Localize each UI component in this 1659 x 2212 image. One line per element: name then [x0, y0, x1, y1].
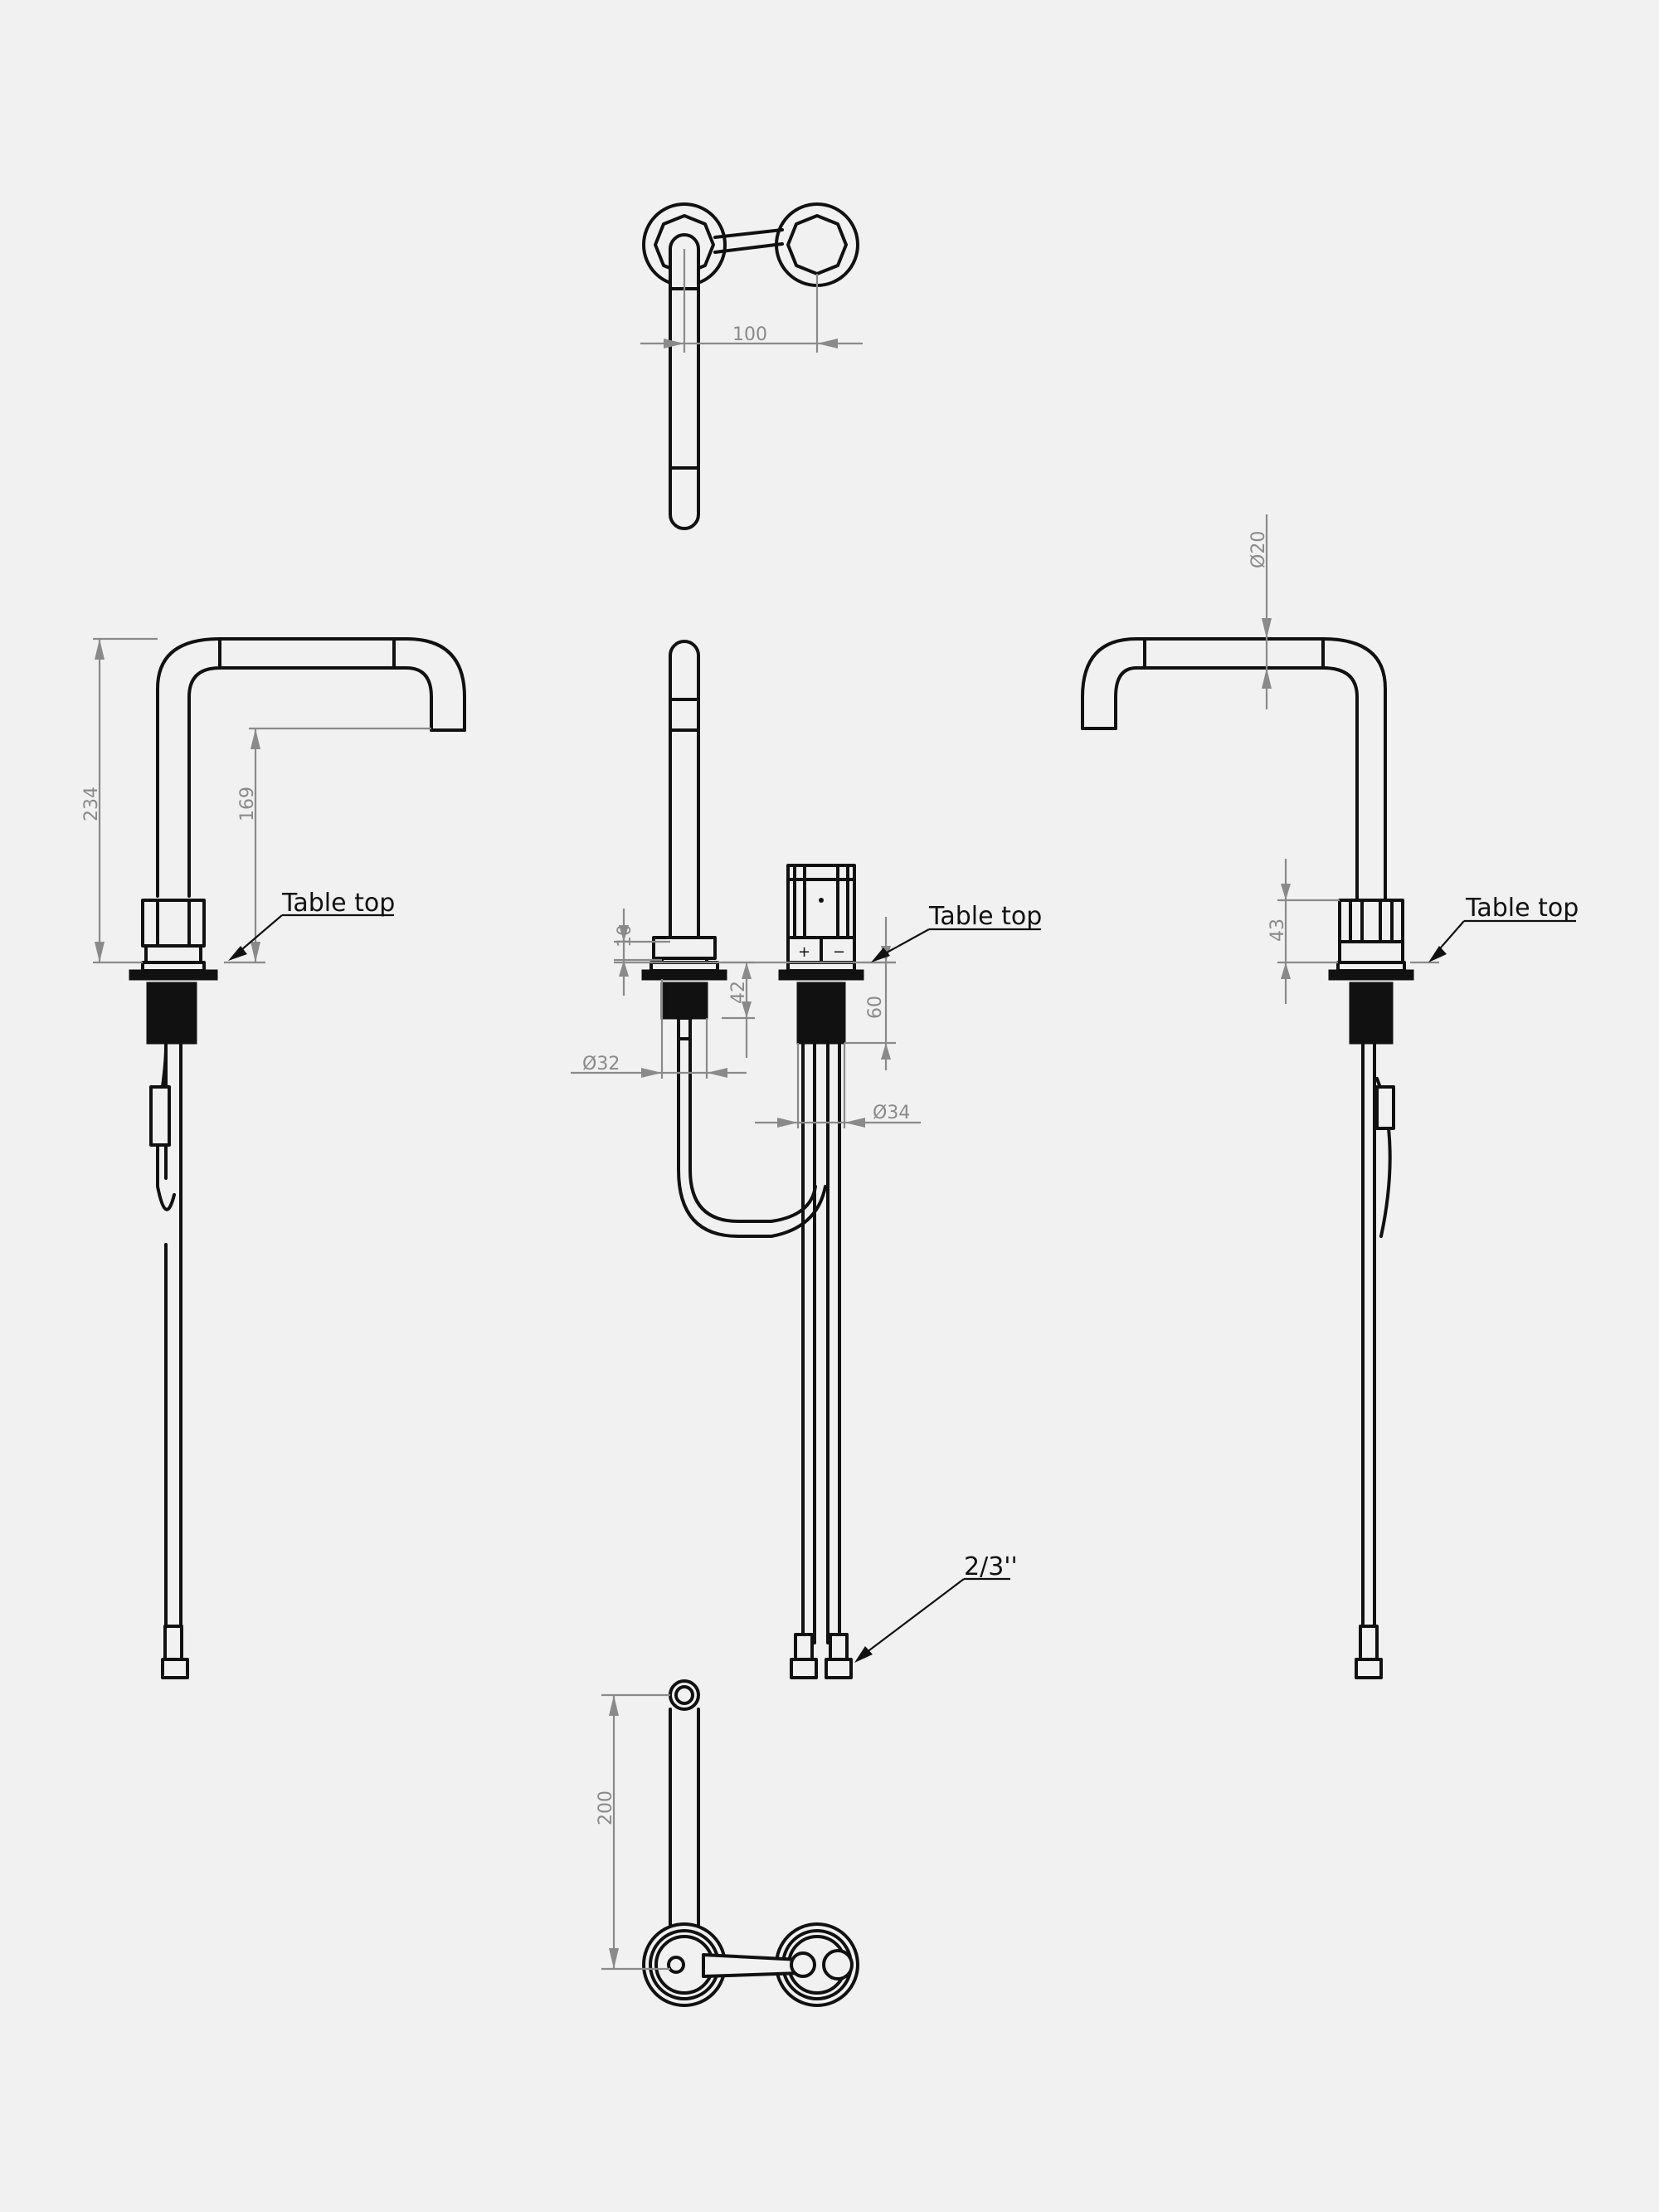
body-depth-dimension: 42 [728, 981, 749, 1004]
bottom-view: 200 [596, 1679, 859, 2007]
height-total-dimension: 234 [81, 787, 102, 821]
spout-reach-dimension: 200 [596, 1791, 616, 1825]
valve-depth-dimension: 60 [865, 996, 886, 1019]
spacing-dimension: 100 [732, 324, 767, 345]
table-top-label-left: Table top [281, 889, 395, 918]
center-front-view: + − 10 42 60 Ø32 [571, 640, 1042, 1679]
left-side-view: 234 169 Table top [81, 637, 466, 1679]
table-top-label-center: Table top [928, 902, 1042, 931]
svg-text:+: + [798, 943, 810, 961]
nut-height-dimension: 10 [615, 924, 635, 948]
svg-text:−: − [833, 943, 845, 961]
body-diameter-dimension: Ø32 [582, 1054, 620, 1074]
valve-diameter-dimension: Ø34 [873, 1103, 910, 1123]
spout-clearance-dimension: 169 [237, 787, 258, 821]
connection-label: 2/3'' [964, 1552, 1018, 1581]
table-top-label-right: Table top [1465, 894, 1579, 923]
top-view: 100 [640, 202, 863, 530]
right-side-view: Ø20 43 Table top [1081, 514, 1579, 1679]
tube-diameter-dimension: Ø20 [1248, 531, 1269, 568]
handle-height-dimension: 43 [1267, 918, 1288, 942]
